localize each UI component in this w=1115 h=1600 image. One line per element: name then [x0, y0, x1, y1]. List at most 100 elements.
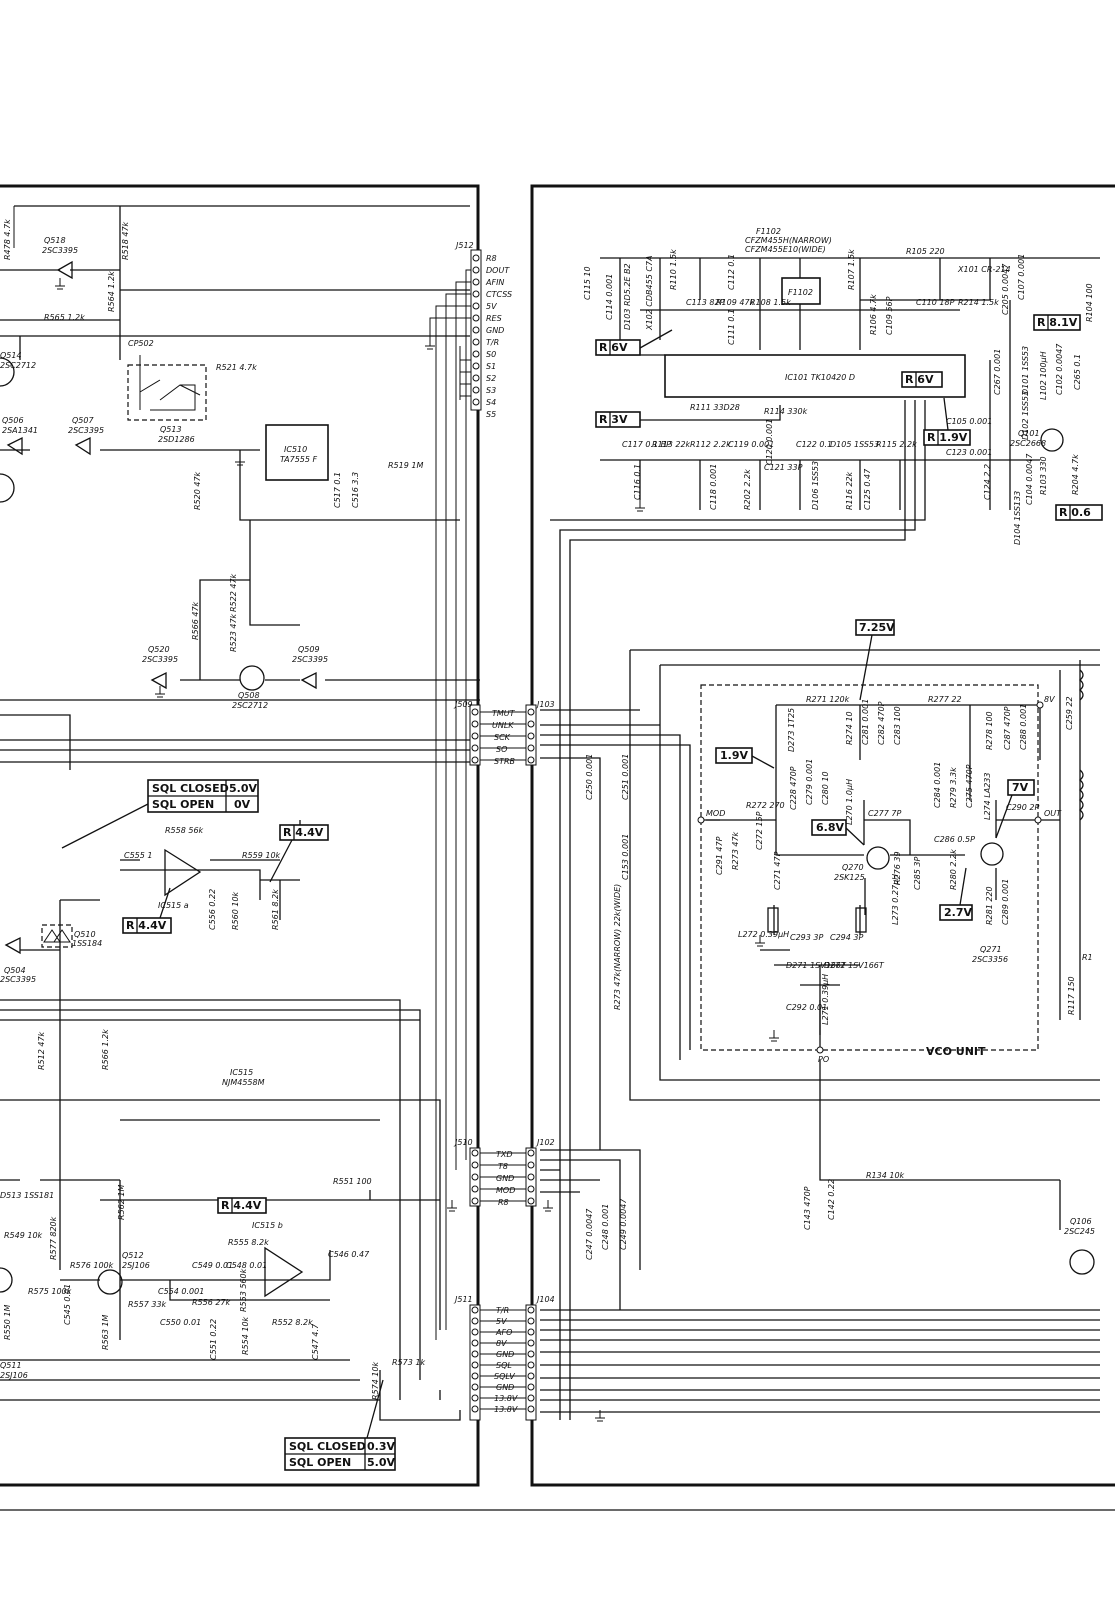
transistor-q509: Q509 2SC3395 — [292, 645, 328, 690]
q511-part: 2SJ106 — [0, 1371, 28, 1380]
svg-text:SQL OPEN: SQL OPEN — [289, 1456, 351, 1469]
ic515-ref: IC515 — [230, 1068, 253, 1077]
d105-label: D105 1SS53 — [830, 440, 879, 449]
svg-text:C275 470P: C275 470P — [965, 764, 974, 808]
r113-label: R113 22k — [652, 440, 691, 449]
voltage-r44-top: R 4.4V — [269, 824, 329, 883]
svg-text:R522 47k: R522 47k — [229, 573, 238, 612]
c292-label: C292 0.01 — [786, 1003, 827, 1012]
j512-pin: T/R — [486, 338, 499, 347]
svg-text:X102 CDB455 C7A: X102 CDB455 C7A — [645, 256, 654, 332]
svg-text:D104 1SS133: D104 1SS133 — [1013, 491, 1022, 545]
r519-label: R519 1M — [388, 461, 423, 470]
svg-text:C107 0.001: C107 0.001 — [1017, 254, 1026, 300]
j509-pin: TMUT — [492, 709, 516, 718]
d513-label: D513 1SS181 — [0, 1191, 54, 1200]
svg-text:R478 4.7k: R478 4.7k — [3, 219, 12, 260]
j102-label: J102 — [535, 1138, 555, 1147]
svg-text:C547 4.7: C547 4.7 — [311, 1323, 320, 1360]
x101-label: X101 CR-214 — [957, 265, 1011, 274]
svg-text:C271 47P: C271 47P — [773, 851, 782, 890]
svg-text:D102 1SS53: D102 1SS53 — [1021, 391, 1030, 440]
svg-text:7V: 7V — [1012, 781, 1029, 794]
svg-text:IC101 TK10420 D: IC101 TK10420 D — [785, 373, 855, 382]
j509-pin: SCK — [494, 733, 511, 742]
r558-label: R558 56k — [165, 826, 204, 835]
svg-text:L273 0.27µH: L273 0.27µH — [891, 874, 900, 925]
r551-label: R551 100 — [333, 1177, 372, 1186]
r576-label: R576 100k — [70, 1261, 114, 1270]
voltage-r19v: R 1.9V — [923, 397, 971, 446]
transistor-q101: Q101 2SC2668 — [1010, 428, 1064, 452]
f1102-narrow: CFZM455H(NARROW) — [745, 236, 832, 245]
j511-pin: SQLV — [494, 1372, 515, 1381]
j509-label: J509 — [453, 700, 473, 709]
svg-text:L270 1.0µH: L270 1.0µH — [845, 779, 854, 825]
ic510-block: IC510 TA7555 F — [265, 424, 329, 481]
svg-text:C288 0.001: C288 0.001 — [1019, 704, 1028, 750]
svg-text:R106 4.7k: R106 4.7k — [869, 294, 878, 335]
right-board-frame — [530, 184, 1115, 1487]
r271-label: R271 120k — [806, 695, 850, 704]
svg-text:2SA1341: 2SA1341 — [2, 426, 38, 435]
j512-pin: DOUT — [486, 266, 510, 275]
svg-text:C279 0.001: C279 0.001 — [805, 759, 814, 805]
po-label: PO — [818, 1055, 829, 1064]
svg-text:C251 0.001: C251 0.001 — [621, 754, 630, 800]
f1102-ref: F1102 — [756, 227, 781, 236]
svg-text:C282 470P: C282 470P — [877, 701, 886, 745]
c293-label: C293 3P — [790, 933, 823, 942]
j509-pin: STRB — [494, 757, 515, 766]
transistor-q520: Q520 2SC3395 — [142, 645, 178, 690]
connector-j511 — [469, 1304, 537, 1421]
svg-text:2SC2668: 2SC2668 — [1010, 439, 1046, 448]
svg-text:SQL OPEN: SQL OPEN — [152, 798, 214, 811]
svg-text:R 3V: R 3V — [599, 413, 628, 426]
svg-text:C285 3P: C285 3P — [913, 857, 922, 890]
j512-pin-labels: R8 DOUT AFIN CTCSS 5V RES GND T/R S0 S1 … — [485, 254, 512, 419]
svg-text:R523 47k: R523 47k — [229, 613, 238, 652]
svg-text:R554 10k: R554 10k — [241, 1316, 250, 1355]
svg-text:Q507: Q507 — [72, 416, 94, 425]
q513-module-outline — [127, 364, 207, 421]
connector-j512 — [470, 249, 482, 411]
d271-label: D271 1SV166T — [786, 961, 847, 970]
j511-pin: SQL — [496, 1361, 512, 1370]
svg-text:C109 56P: C109 56P — [885, 296, 894, 335]
r114-label: R114 330k — [764, 407, 808, 416]
svg-text:R273 47k: R273 47k — [731, 831, 740, 870]
transistor-q506: Q506 2SA1341 — [2, 416, 38, 456]
svg-text:2SJ106: 2SJ106 — [122, 1261, 150, 1270]
j511-pin: 13.8V — [494, 1394, 518, 1403]
c123-label: C123 0.001 — [946, 448, 992, 457]
right-lower-side-labels: C250 0.001 C251 0.001 C153 0.001 R273 47… — [585, 696, 1093, 1260]
j512-pin: R8 — [486, 254, 497, 263]
svg-text:C517 0.1: C517 0.1 — [333, 472, 342, 508]
r115-label: R115 2.2k — [876, 440, 917, 449]
coil-l10x — [1078, 769, 1084, 821]
voltage-19v-vco: 1.9V — [715, 747, 775, 769]
svg-text:2SC3395: 2SC3395 — [42, 246, 78, 255]
ic101-block: IC101 TK10420 D — [664, 354, 966, 398]
svg-text:2SC3395: 2SC3395 — [142, 655, 178, 664]
r109-label: R109 47k — [716, 298, 755, 307]
j512-pin: S5 — [486, 410, 496, 419]
r134-label: R134 10k — [866, 1171, 905, 1180]
svg-text:C516 3.3: C516 3.3 — [351, 472, 360, 508]
opamp-ic515b: IC515 b — [252, 1221, 304, 1298]
r277-label: R277 22 — [928, 695, 962, 704]
svg-text:1.9V: 1.9V — [720, 749, 748, 762]
svg-text:2SC245: 2SC245 — [1064, 1227, 1095, 1236]
j512-pin: GND — [486, 326, 504, 335]
j510-pin: TXD — [496, 1150, 513, 1159]
svg-text:2SK125: 2SK125 — [834, 873, 865, 882]
svg-text:C120 0.001: C120 0.001 — [765, 419, 774, 465]
svg-text:R 6V: R 6V — [905, 373, 934, 386]
j511-pin: T/R — [496, 1306, 509, 1315]
svg-text:Q270: Q270 — [842, 863, 864, 872]
svg-text:C111 0.1: C111 0.1 — [727, 309, 736, 345]
svg-text:R562 1M: R562 1M — [117, 1185, 126, 1220]
j103-label: J103 — [535, 700, 555, 709]
svg-text:L102 100µH: L102 100µH — [1039, 351, 1048, 400]
ic515-part: NJM4558M — [222, 1078, 265, 1087]
